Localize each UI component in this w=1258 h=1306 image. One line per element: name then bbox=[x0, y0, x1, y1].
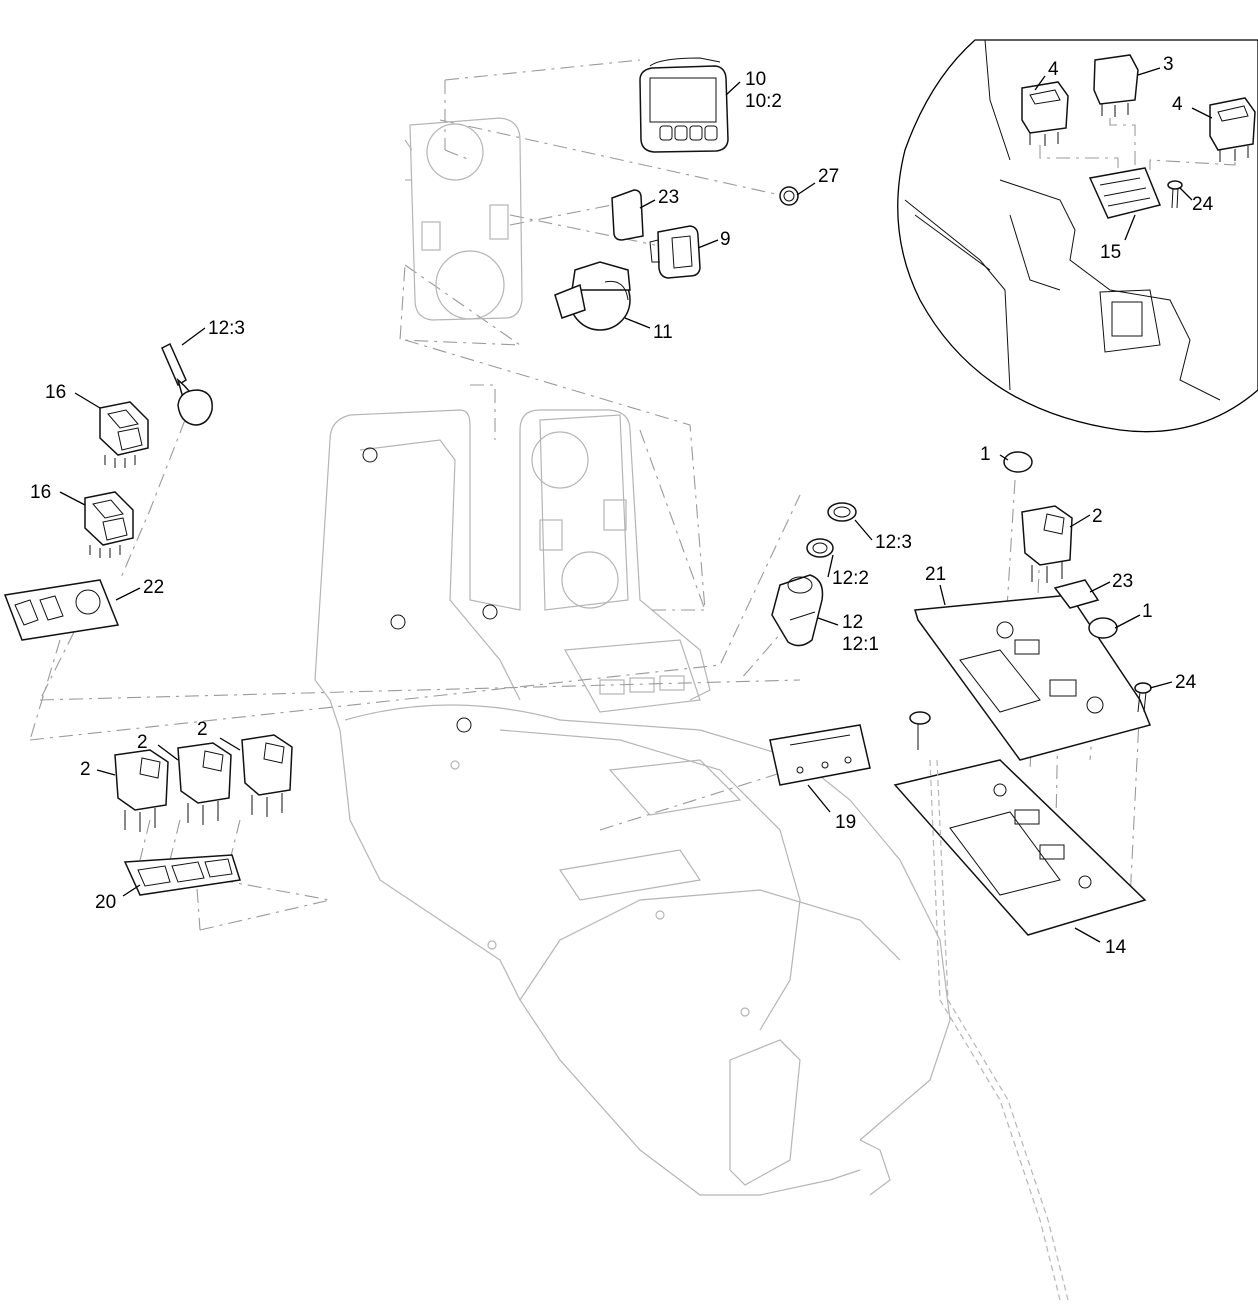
callout-15: 15 bbox=[1100, 242, 1121, 263]
callout-2-right: 2 bbox=[1092, 506, 1103, 527]
callout-24-right: 24 bbox=[1175, 672, 1197, 693]
callout-1-b: 1 bbox=[1142, 601, 1153, 622]
rocker-switch-2-right bbox=[1021, 505, 1073, 583]
plug-1-b bbox=[1088, 617, 1118, 639]
switch-9 bbox=[649, 225, 701, 279]
callout-2-a: 2 bbox=[80, 759, 91, 780]
callout-12: 12 bbox=[842, 612, 863, 633]
shift-lever-rod bbox=[909, 711, 1069, 1301]
switch-plate-20 bbox=[123, 854, 241, 896]
display-unit-10 bbox=[639, 57, 729, 153]
callout-12-3-right: 12:3 bbox=[875, 532, 912, 553]
rocker-switch-2-c bbox=[241, 734, 293, 817]
ignition-12 bbox=[771, 574, 824, 647]
callout-pointers bbox=[59, 67, 1213, 943]
callout-12-3-left: 12:3 bbox=[208, 318, 245, 339]
console-body-ghost bbox=[314, 409, 951, 1196]
switch-plate-22 bbox=[3, 579, 120, 641]
cover-plug-23-right bbox=[1053, 579, 1100, 609]
cover-plate-21 bbox=[914, 594, 1152, 761]
callout-27: 27 bbox=[818, 166, 839, 187]
bezel-12-3-right bbox=[827, 502, 857, 522]
rocker-switch-2-b bbox=[177, 742, 232, 825]
cover-plug-23-top bbox=[611, 189, 644, 241]
callout-10: 10 bbox=[745, 69, 766, 90]
rocker-switch-16-top bbox=[99, 401, 149, 468]
key-12-3-left bbox=[161, 342, 213, 426]
fastener-27 bbox=[779, 186, 799, 206]
rocker-switch-2-a bbox=[114, 749, 169, 832]
callout-16-a: 16 bbox=[45, 382, 66, 403]
callout-9: 9 bbox=[720, 229, 731, 250]
nut-12-2 bbox=[806, 538, 834, 558]
callout-2-c: 2 bbox=[197, 719, 208, 740]
rocker-switch-16-bottom bbox=[84, 491, 134, 558]
plug-1-a bbox=[1003, 451, 1033, 473]
callout-4-a: 4 bbox=[1048, 59, 1059, 80]
callout-12-2: 12:2 bbox=[832, 568, 869, 589]
callout-23-right: 23 bbox=[1112, 571, 1133, 592]
callout-20: 20 bbox=[95, 892, 116, 913]
ignition-switch-11 bbox=[554, 261, 631, 331]
callout-labels: 10 10:2 27 23 9 11 12:3 16 16 22 12:3 12… bbox=[30, 54, 1214, 958]
callout-22: 22 bbox=[143, 577, 164, 598]
upper-dash-panel bbox=[404, 117, 523, 321]
detail-view-circle bbox=[897, 39, 1258, 433]
decal-19 bbox=[769, 724, 871, 786]
callout-14: 14 bbox=[1105, 937, 1127, 958]
callout-21: 21 bbox=[925, 564, 946, 585]
base-plate-14 bbox=[893, 759, 1147, 936]
callout-4-b: 4 bbox=[1172, 94, 1183, 115]
callout-23-top: 23 bbox=[658, 187, 679, 208]
callout-1-a: 1 bbox=[980, 444, 991, 465]
bolt-24-right bbox=[1134, 682, 1152, 713]
callout-11: 11 bbox=[653, 322, 673, 343]
callout-12-1: 12:1 bbox=[842, 634, 879, 655]
callout-24-top: 24 bbox=[1192, 194, 1214, 215]
callout-10-2: 10:2 bbox=[745, 91, 782, 112]
callout-16-b: 16 bbox=[30, 482, 51, 503]
callout-3: 3 bbox=[1163, 54, 1174, 75]
callout-19: 19 bbox=[835, 812, 856, 833]
callout-2-b: 2 bbox=[137, 732, 148, 753]
